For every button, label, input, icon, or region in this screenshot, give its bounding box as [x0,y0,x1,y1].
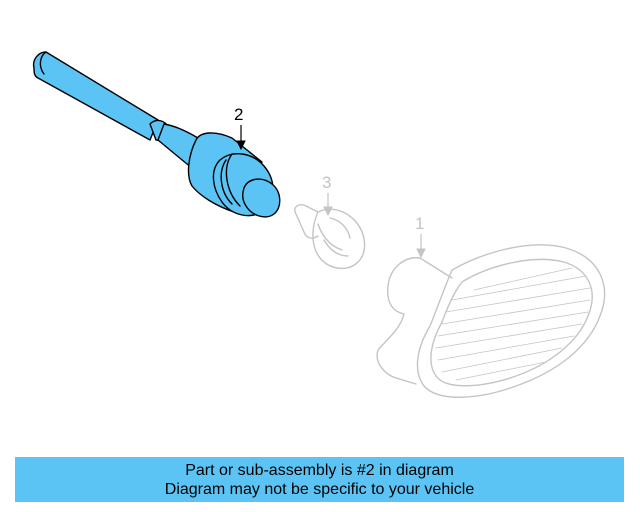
bulb-part-3 [294,204,366,269]
callout-part-3: 3 [322,173,332,192]
callout-part-2: 2 [234,105,244,124]
caption-line-1: Part or sub-assembly is #2 in diagram [185,462,454,479]
socket-harness-part-2 [32,51,281,218]
callout-arrow-part-3 [323,193,333,217]
callout-arrow-part-1 [416,234,426,259]
callout-part-1: 1 [415,214,425,233]
caption-line-2: Diagram may not be specific to your vehi… [164,481,475,498]
callout-arrow-part-2 [236,125,246,151]
caption-bar: Part or sub-assembly is #2 in diagram Di… [15,457,624,502]
side-marker-lamp-part-1 [376,244,606,398]
